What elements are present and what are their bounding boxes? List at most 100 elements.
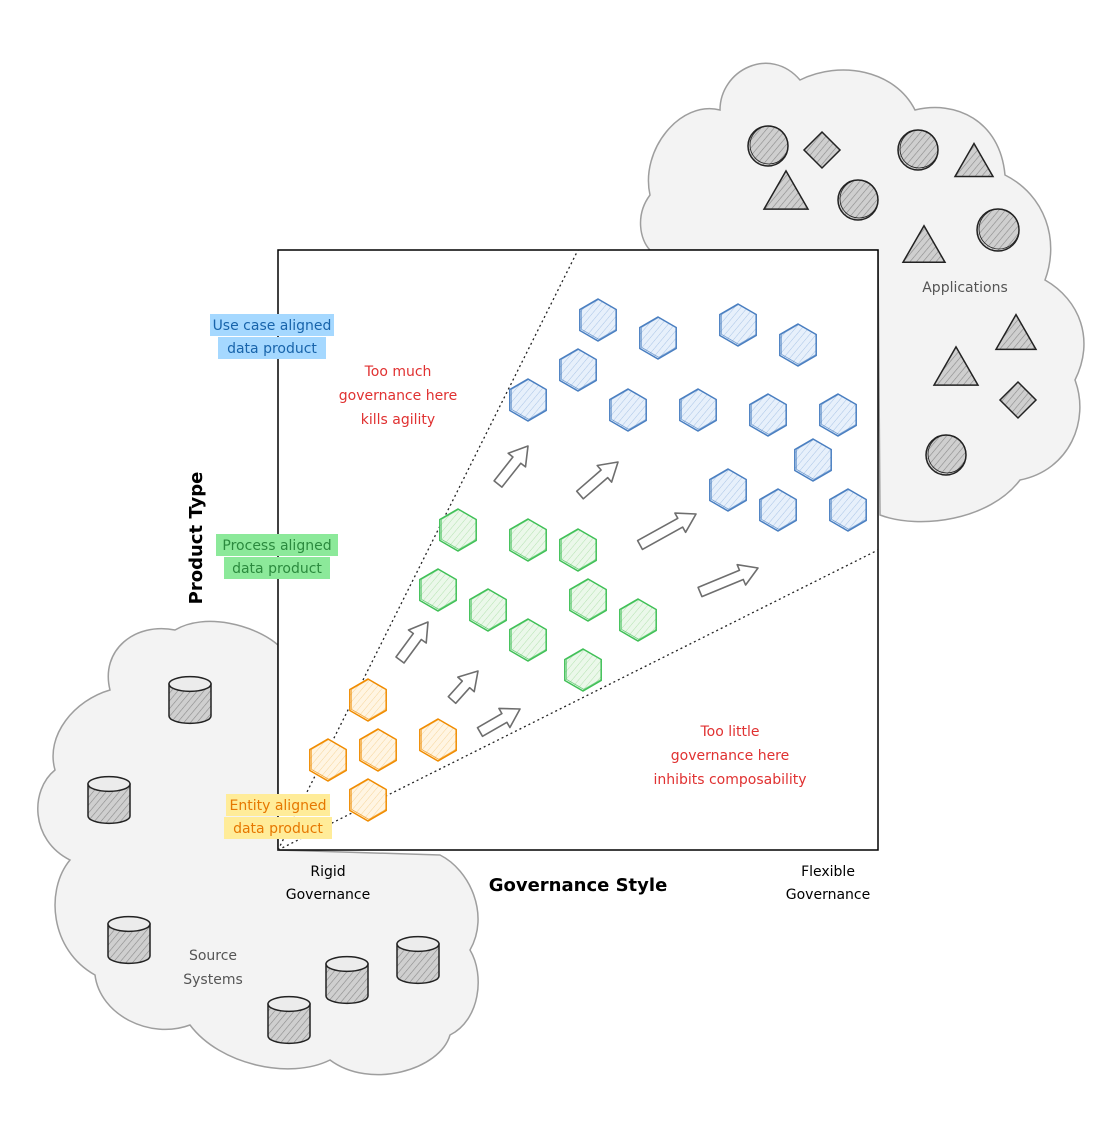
app-circle-sketch-outline (839, 179, 879, 219)
process-hexagon-sketch-outline (511, 618, 547, 660)
app-triangle-icon (994, 313, 1038, 351)
usecase-hexagon-sketch-outline (641, 316, 677, 358)
too-little-line2: governance here (671, 748, 790, 764)
entity-highlight-2 (224, 817, 332, 839)
process-hexagon-sketch-outline (566, 648, 602, 690)
too-little-line1: Too little (699, 724, 759, 740)
database-cylinder-icon (396, 935, 440, 985)
use-case-label-line2: data product (227, 341, 317, 357)
flow-arrow-icon (697, 563, 759, 598)
app-circle-icon (925, 434, 967, 476)
application-icons (747, 125, 1038, 476)
usecase-hexagon-sketch-outline (781, 323, 817, 365)
data-product-hexagons (309, 298, 867, 822)
x-left-label-line1: Rigid (310, 864, 345, 880)
database-cylinder-icon (325, 955, 369, 1005)
process-hexagon-sketch-outline (561, 528, 597, 570)
x-axis-title: Governance Style (489, 875, 668, 896)
usecase-hexagon-sketch-outline (831, 488, 867, 530)
app-circle-sketch-outline (927, 434, 967, 474)
use-case-label-line1: Use case aligned (213, 318, 332, 334)
cylinder-top (396, 935, 440, 953)
too-much-line1: Too much (364, 364, 432, 380)
process-hexagon-sketch-outline (511, 518, 547, 560)
flow-arrow-icon (395, 621, 429, 664)
app-triangle-icon (932, 345, 980, 386)
usecase-hexagon-sketch-outline (821, 393, 857, 435)
entity-hexagon-sketch-outline (311, 738, 347, 780)
app-circle-sketch-outline (899, 129, 939, 169)
app-triangle-icon (901, 224, 947, 264)
cylinder-body (168, 683, 212, 725)
database-cylinder-icon (168, 675, 212, 725)
cylinder-body (267, 1003, 311, 1045)
cylinder-top (107, 915, 151, 933)
y-axis-title: Product Type (186, 472, 207, 605)
entity-hexagon-sketch-outline (351, 778, 387, 820)
process-label: Process aligned data product (216, 534, 338, 579)
app-circle-sketch-outline (749, 125, 789, 165)
app-circle-icon (837, 179, 879, 221)
usecase-hexagon-sketch-outline (681, 388, 717, 430)
flow-arrow-icon (476, 707, 521, 738)
source-systems-cloud-outline (37, 620, 479, 1076)
entity-label-line1: Entity aligned (230, 798, 327, 814)
applications-cloud-outline (639, 62, 1085, 523)
entity-hexagon-sketch-outline (361, 728, 397, 770)
flow-arrow-icon (447, 670, 479, 705)
app-triangle-icon (762, 169, 810, 210)
cylinder-body (87, 783, 131, 825)
entity-highlight (226, 794, 330, 816)
cylinder-top (87, 775, 131, 793)
usecase-hexagon-sketch-outline (511, 378, 547, 420)
process-hexagon-sketch-outline (421, 568, 457, 610)
use-case-label: Use case aligned data product (210, 314, 334, 359)
app-circle-icon (897, 129, 939, 171)
source-systems-label-line1: Source (189, 948, 237, 964)
entity-hexagon-sketch-outline (421, 718, 457, 760)
app-diamond-icon (802, 130, 842, 170)
cylinder-body (107, 923, 151, 965)
app-diamond-icon (998, 380, 1038, 420)
applications-cloud (639, 62, 1085, 523)
process-hexagon-sketch-outline (621, 598, 657, 640)
usecase-hexagon-sketch-outline (761, 488, 797, 530)
process-hexagon-sketch-outline (571, 578, 607, 620)
process-label-line2: data product (232, 561, 322, 577)
entity-hexagon-sketch-outline (351, 678, 387, 720)
app-circle-icon (747, 125, 789, 167)
database-cylinder-icon (87, 775, 131, 825)
usecase-hexagon-sketch-outline (611, 388, 647, 430)
too-much-line3: kills agility (361, 412, 435, 428)
cylinder-top (267, 995, 311, 1013)
flow-arrow-icon (575, 461, 619, 500)
usecase-hexagon-sketch-outline (711, 468, 747, 510)
x-left-label-line2: Governance (286, 887, 370, 903)
cylinder-body (325, 963, 369, 1005)
source-system-icons (87, 675, 440, 1045)
use-case-highlight-2 (218, 337, 326, 359)
app-circle-sketch-outline (978, 208, 1020, 250)
flow-arrow-icon (493, 445, 529, 488)
entity-label-line2: data product (233, 821, 323, 837)
app-triangle-icon (953, 141, 995, 178)
usecase-hexagon-sketch-outline (796, 438, 832, 480)
usecase-hexagon-sketch-outline (751, 393, 787, 435)
database-cylinder-icon (267, 995, 311, 1045)
source-systems-label-line2: Systems (183, 972, 243, 988)
too-much-line2: governance here (339, 388, 458, 404)
process-highlight-2 (224, 557, 330, 579)
x-right-label-line2: Governance (786, 887, 870, 903)
usecase-hexagon-sketch-outline (581, 298, 617, 340)
applications-label: Applications (922, 280, 1008, 296)
cylinder-top (325, 955, 369, 973)
entity-label: Entity aligned data product (224, 794, 332, 839)
use-case-highlight (210, 314, 334, 336)
process-hexagon-sketch-outline (471, 588, 507, 630)
flow-arrow-icon (636, 512, 697, 551)
x-right-label-line1: Flexible (801, 864, 855, 880)
app-circle-icon (976, 208, 1020, 252)
cylinder-top (168, 675, 212, 693)
database-cylinder-icon (107, 915, 151, 965)
